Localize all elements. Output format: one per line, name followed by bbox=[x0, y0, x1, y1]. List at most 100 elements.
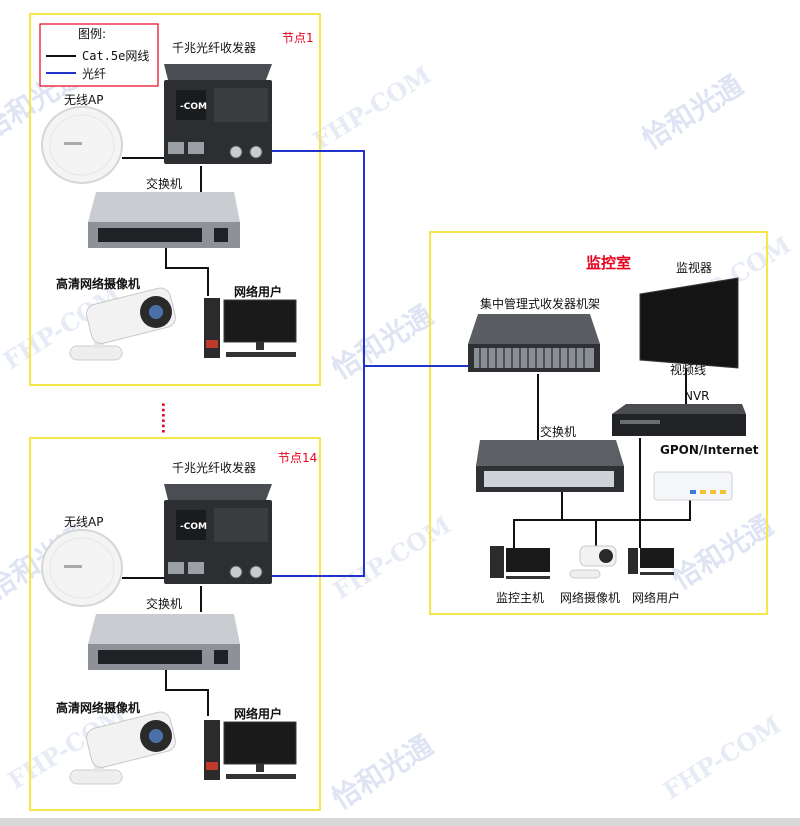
rj45-port bbox=[168, 142, 184, 154]
rack-top bbox=[468, 314, 600, 344]
watermark-en: FHP-COM bbox=[308, 60, 436, 155]
watermark-cn: 恰和光通 bbox=[326, 299, 438, 386]
monitor-room-group: 监控室 集中管理式收发器机架 监视器 视频线 NVR GPON/Internet bbox=[468, 254, 759, 605]
camera-lens bbox=[599, 549, 613, 563]
pc-monitor bbox=[640, 548, 674, 568]
gpon-port bbox=[720, 490, 726, 494]
room-camera-label: 网络摄像机 bbox=[560, 590, 620, 605]
transceiver-top bbox=[164, 484, 272, 500]
pc-monitor bbox=[223, 721, 297, 765]
pc-monitor bbox=[223, 299, 297, 343]
video-line-label: 视频线 bbox=[670, 362, 706, 377]
pc-tower bbox=[204, 720, 220, 780]
node14-fiber-transceiver: -COM bbox=[164, 484, 272, 584]
rj45-port bbox=[168, 562, 184, 574]
pc-keyboard bbox=[226, 774, 296, 779]
switch-port-bank bbox=[98, 228, 202, 242]
ap-logo bbox=[64, 565, 82, 568]
switch-uplink-port bbox=[214, 228, 228, 242]
cable-switch-user bbox=[165, 670, 209, 716]
sc-fiber-port bbox=[229, 145, 243, 159]
node1-tag: 节点1 bbox=[282, 31, 314, 45]
nvr-label: NVR bbox=[684, 389, 710, 403]
switch-top bbox=[88, 192, 240, 222]
pc-tower bbox=[628, 548, 638, 574]
node1-switch bbox=[88, 192, 240, 248]
sc-fiber-port bbox=[229, 565, 243, 579]
node1-camera-label: 高清网络摄像机 bbox=[56, 276, 140, 291]
watermark-en: FHP-COM bbox=[658, 710, 786, 805]
nvr-recorder bbox=[612, 404, 746, 436]
rack-label: 集中管理式收发器机架 bbox=[480, 296, 600, 311]
rj45-port bbox=[188, 142, 204, 154]
camera-lens bbox=[149, 729, 163, 743]
fiber-link-nodes bbox=[268, 150, 365, 577]
node1-fiber-transceiver: -COM bbox=[164, 64, 272, 164]
rack-card-dividers bbox=[479, 348, 585, 368]
pc-tower bbox=[490, 546, 504, 578]
node1-transceiver-label: 千兆光纤收发器 bbox=[172, 40, 256, 55]
room-switch-label: 交换机 bbox=[540, 424, 576, 439]
gpon-modem bbox=[653, 471, 733, 501]
node1-ap-label: 无线AP bbox=[64, 93, 103, 107]
cable-switch-user bbox=[165, 248, 209, 296]
brand-plate bbox=[176, 510, 206, 540]
switch-uplink-port bbox=[214, 650, 228, 664]
transceiver-top bbox=[164, 64, 272, 80]
spec-plate bbox=[214, 88, 268, 122]
gpon-port bbox=[700, 490, 706, 494]
room-ip-camera bbox=[569, 545, 617, 579]
legend: 图例: Cat.5e网线 光纤 bbox=[39, 23, 159, 87]
node1-wireless-ap bbox=[41, 106, 123, 184]
node14-frame bbox=[29, 437, 321, 811]
node14-transceiver-label: 千兆光纤收发器 bbox=[172, 460, 256, 475]
room-network-user-pc bbox=[628, 548, 674, 575]
display-monitor bbox=[639, 277, 739, 369]
node1-ip-camera bbox=[69, 287, 176, 361]
transceiver-rack bbox=[468, 314, 600, 372]
gpon-body bbox=[653, 471, 733, 501]
ap-ring bbox=[49, 114, 115, 176]
room-user-label: 网络用户 bbox=[632, 590, 680, 605]
switch-top bbox=[88, 614, 240, 644]
legend-cable-label: Cat.5e网线 bbox=[82, 49, 149, 63]
gpon-label: GPON/Internet bbox=[660, 443, 759, 457]
pc-monitor bbox=[506, 548, 550, 572]
brand-logo: -COM bbox=[180, 102, 207, 112]
watermark-en: FHP-COM bbox=[328, 510, 456, 605]
node14-network-user-pc bbox=[204, 720, 297, 780]
ap-logo bbox=[64, 142, 82, 145]
switch-top bbox=[476, 440, 624, 466]
switch-port-bank bbox=[98, 650, 202, 664]
node14-wireless-ap bbox=[41, 529, 123, 607]
nvr-front bbox=[612, 414, 746, 436]
pc-tower bbox=[204, 298, 220, 358]
camera-base bbox=[69, 769, 123, 785]
gpon-port bbox=[690, 490, 696, 494]
watermark-cn: 恰和光通 bbox=[666, 509, 778, 596]
node14-switch bbox=[88, 614, 240, 670]
room-switch bbox=[476, 440, 624, 492]
monitor-room-frame bbox=[429, 231, 768, 615]
pc-tower-accent bbox=[206, 762, 218, 770]
node14-user-label: 网络用户 bbox=[234, 706, 282, 721]
legend-fiber-label: 光纤 bbox=[82, 67, 106, 81]
pc-tower-accent bbox=[206, 340, 218, 348]
monitor-label: 监视器 bbox=[676, 260, 712, 275]
sc-fiber-port bbox=[249, 565, 263, 579]
monitor-room-title: 监控室 bbox=[586, 254, 631, 272]
ap-ring bbox=[49, 537, 115, 599]
nodes-ellipsis: ...... bbox=[158, 402, 174, 434]
cable-bus-gpon bbox=[513, 500, 691, 548]
host-label: 监控主机 bbox=[496, 591, 544, 605]
node1-user-label: 网络用户 bbox=[234, 284, 282, 299]
nvr-top bbox=[612, 404, 746, 414]
gpon-port bbox=[710, 490, 716, 494]
sc-fiber-port bbox=[249, 145, 263, 159]
cable-links bbox=[122, 157, 691, 716]
fiber-links bbox=[268, 150, 468, 577]
node14-ap-label: 无线AP bbox=[64, 515, 103, 529]
nvr-panel bbox=[620, 420, 660, 424]
